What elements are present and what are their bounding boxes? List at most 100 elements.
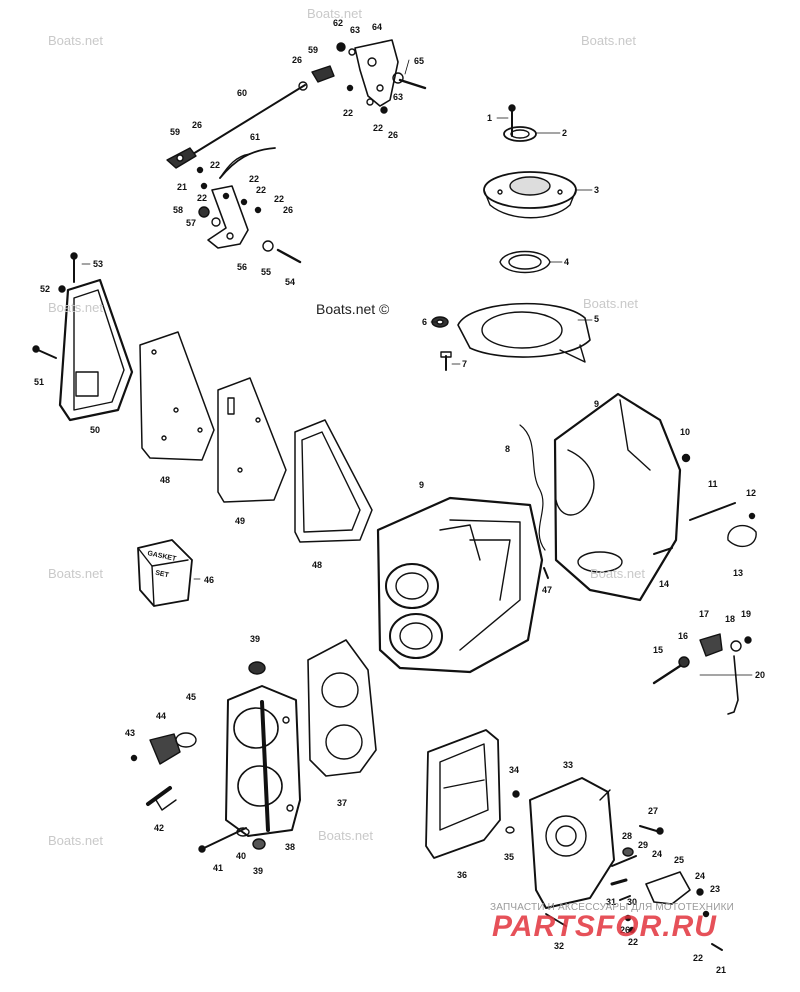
callout-53: 53 [93, 259, 104, 269]
watermark: Boats.net [48, 833, 103, 848]
callout-43: 43 [125, 728, 136, 738]
callout-39: 39 [253, 866, 264, 876]
callout-7: 7 [462, 359, 468, 369]
callout-21: 21 [716, 965, 727, 975]
watermark: Boats.net [48, 300, 103, 315]
callout-35: 35 [504, 852, 515, 862]
callout-26: 26 [192, 120, 203, 130]
callout-42: 42 [154, 823, 165, 833]
callout-62: 62 [333, 18, 344, 28]
callout-12: 12 [746, 488, 757, 498]
callout-22: 22 [343, 108, 354, 118]
callout-13: 13 [733, 568, 744, 578]
callout-58: 58 [173, 205, 184, 215]
callout-10: 10 [680, 427, 691, 437]
callout-29: 29 [638, 840, 649, 850]
callout-49: 49 [235, 516, 246, 526]
throttle-cam-parts [652, 633, 752, 715]
callout-14: 14 [659, 579, 670, 589]
callout-52: 52 [40, 284, 51, 294]
lower-covers [425, 729, 723, 951]
callout-9: 9 [594, 399, 600, 409]
crankcase-halves [376, 392, 757, 674]
callout-26: 26 [388, 130, 399, 140]
callout-5: 5 [594, 314, 600, 324]
watermark: Boats.net [307, 6, 362, 21]
callout-65: 65 [414, 56, 425, 66]
callout-46: 46 [204, 575, 215, 585]
callout-60: 60 [237, 88, 248, 98]
callout-26: 26 [292, 55, 303, 65]
callout-28: 28 [622, 831, 633, 841]
callout-3: 3 [594, 185, 600, 195]
callout-37: 37 [337, 798, 348, 808]
callout-63: 63 [393, 92, 404, 102]
callout-22: 22 [628, 937, 639, 947]
callout-2: 2 [562, 128, 568, 138]
callout-38: 38 [285, 842, 296, 852]
callout-36: 36 [457, 870, 468, 880]
callout-51: 51 [34, 377, 45, 387]
partsfor-logo: PARTSFOR.RU [492, 910, 717, 943]
callout-50: 50 [90, 425, 101, 435]
callout-56: 56 [237, 262, 248, 272]
callout-33: 33 [563, 760, 574, 770]
partsfor-tagline: ЗАПЧАСТИ И АКСЕССУАРЫ ДЛЯ МОТОТЕХНИКИ [490, 902, 735, 913]
callout-18: 18 [725, 614, 736, 624]
throttle-linkage [166, 39, 427, 264]
callout-20: 20 [755, 670, 766, 680]
callout-44: 44 [156, 711, 167, 721]
callout-19: 19 [741, 609, 752, 619]
leader-lines [81, 59, 753, 676]
callout-21: 21 [177, 182, 188, 192]
watermark: Boats.net [581, 33, 636, 48]
upper-bearing-stack [431, 104, 591, 371]
callout-1: 1 [487, 113, 493, 123]
watermark: Boats.net [48, 566, 103, 581]
callout-22: 22 [693, 953, 704, 963]
callout-11: 11 [708, 479, 718, 489]
callout-45: 45 [186, 692, 197, 702]
callout-22: 22 [210, 160, 221, 170]
watermark-copyright: Boats.net © [316, 301, 390, 317]
callout-22: 22 [249, 174, 260, 184]
callout-26: 26 [620, 925, 631, 935]
callout-22: 22 [274, 194, 285, 204]
callout-40: 40 [236, 851, 247, 861]
callout-27: 27 [648, 806, 659, 816]
callout-4: 4 [564, 257, 570, 267]
callout-48: 48 [160, 475, 171, 485]
callout-61: 61 [250, 132, 261, 142]
callout-9: 9 [419, 480, 425, 490]
callout-26: 26 [283, 205, 294, 215]
cylinder-head-group [130, 639, 377, 853]
callout-59: 59 [170, 127, 181, 137]
callout-55: 55 [261, 267, 272, 277]
callout-24: 24 [695, 871, 706, 881]
callout-23: 23 [710, 884, 721, 894]
callout-30: 30 [627, 897, 638, 907]
callout-48: 48 [312, 560, 323, 570]
gasket-set-box [137, 539, 193, 607]
callout-6: 6 [422, 317, 428, 327]
exhaust-cover-plates [32, 252, 373, 543]
watermark: Boats.net [590, 566, 645, 581]
callout-22: 22 [256, 185, 267, 195]
callout-59: 59 [308, 45, 319, 55]
callout-63: 63 [350, 25, 361, 35]
callout-57: 57 [186, 218, 197, 228]
callout-47: 47 [542, 585, 553, 595]
callout-54: 54 [285, 277, 296, 287]
callout-22: 22 [373, 123, 384, 133]
callout-34: 34 [509, 765, 520, 775]
callout-16: 16 [678, 631, 689, 641]
callout-8: 8 [505, 444, 511, 454]
watermark: Boats.net [48, 33, 103, 48]
callout-24: 24 [652, 849, 663, 859]
callout-22: 22 [197, 193, 208, 203]
callout-39: 39 [250, 634, 261, 644]
callout-17: 17 [699, 609, 710, 619]
watermark: Boats.net [583, 296, 638, 311]
